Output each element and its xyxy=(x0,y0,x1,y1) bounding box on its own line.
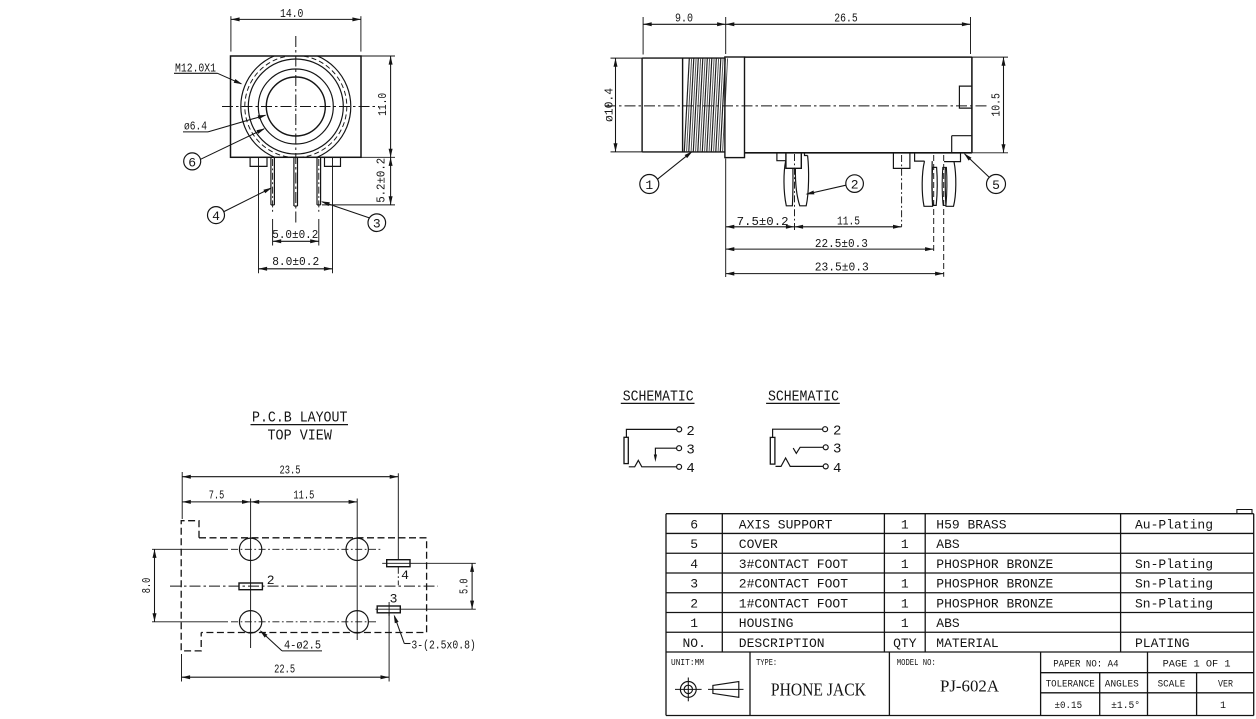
svg-text:Sn-Plating: Sn-Plating xyxy=(1135,557,1213,572)
svg-text:1: 1 xyxy=(901,577,909,592)
svg-text:PHOSPHOR BRONZE: PHOSPHOR BRONZE xyxy=(936,577,1053,592)
svg-text:TOLERANCE: TOLERANCE xyxy=(1046,679,1095,690)
svg-text:PLATING: PLATING xyxy=(1135,636,1190,651)
svg-text:Sn-Plating: Sn-Plating xyxy=(1135,596,1213,611)
svg-text:8.0: 8.0 xyxy=(140,578,154,594)
svg-text:23.5±0.3: 23.5±0.3 xyxy=(815,260,869,274)
svg-text:22.5: 22.5 xyxy=(274,663,295,677)
svg-text:1: 1 xyxy=(901,537,909,552)
svg-text:QTY: QTY xyxy=(893,636,917,651)
svg-text:ABS: ABS xyxy=(936,537,960,552)
svg-text:5: 5 xyxy=(992,178,1000,193)
svg-text:SCHEMATIC: SCHEMATIC xyxy=(768,388,839,405)
svg-text:2: 2 xyxy=(267,573,275,588)
svg-text:4: 4 xyxy=(686,461,694,477)
svg-text:11.0: 11.0 xyxy=(376,93,390,116)
svg-text:PAGE 1 OF 1: PAGE 1 OF 1 xyxy=(1163,659,1231,670)
svg-text:P.C.B LAYOUT: P.C.B LAYOUT xyxy=(252,410,347,427)
svg-text:1: 1 xyxy=(901,517,909,532)
svg-text:ANGLES: ANGLES xyxy=(1105,679,1139,690)
svg-text:M12.0X1: M12.0X1 xyxy=(175,61,216,75)
svg-text:3: 3 xyxy=(690,577,698,592)
svg-text:11.5: 11.5 xyxy=(293,488,314,502)
svg-text:PHOSPHOR BRONZE: PHOSPHOR BRONZE xyxy=(936,596,1053,611)
svg-text:UNIT:MM: UNIT:MM xyxy=(671,658,704,668)
svg-text:1: 1 xyxy=(901,616,909,631)
svg-text:7.5±0.2: 7.5±0.2 xyxy=(737,215,789,229)
svg-text:5: 5 xyxy=(690,537,698,552)
svg-text:10.5: 10.5 xyxy=(989,93,1003,116)
svg-text:SCALE: SCALE xyxy=(1158,679,1186,690)
svg-text:1: 1 xyxy=(645,178,653,193)
svg-text:PJ-602A: PJ-602A xyxy=(940,677,1000,696)
svg-text:2: 2 xyxy=(686,424,694,440)
svg-text:11.5: 11.5 xyxy=(837,214,860,228)
svg-text:AXIS SUPPORT: AXIS SUPPORT xyxy=(739,517,833,532)
svg-text:MATERIAL: MATERIAL xyxy=(936,636,998,651)
svg-text:NO.: NO. xyxy=(682,636,705,651)
svg-text:H59 BRASS: H59 BRASS xyxy=(936,517,1006,532)
svg-text:2: 2 xyxy=(833,424,841,440)
svg-text:4: 4 xyxy=(401,568,409,583)
svg-text:VER: VER xyxy=(1218,679,1233,690)
svg-text:DESCRIPTION: DESCRIPTION xyxy=(739,636,825,651)
svg-text:4: 4 xyxy=(690,557,698,572)
svg-text:±1.5°: ±1.5° xyxy=(1111,700,1140,712)
svg-text:ø6.4: ø6.4 xyxy=(184,120,207,134)
svg-text:5.0±0.2: 5.0±0.2 xyxy=(272,228,318,242)
svg-text:3-(2.5x0.8): 3-(2.5x0.8) xyxy=(411,639,475,653)
svg-text:9.0: 9.0 xyxy=(675,11,693,25)
svg-text:1: 1 xyxy=(901,557,909,572)
svg-text:6: 6 xyxy=(188,155,196,170)
svg-text:8.0±0.2: 8.0±0.2 xyxy=(272,255,319,269)
svg-text:ø10.4: ø10.4 xyxy=(603,88,617,122)
svg-text:PAPER NO: A4: PAPER NO: A4 xyxy=(1053,659,1118,670)
svg-text:4: 4 xyxy=(833,461,841,477)
svg-text:22.5±0.3: 22.5±0.3 xyxy=(815,237,868,251)
svg-text:SCHEMATIC: SCHEMATIC xyxy=(623,388,694,405)
svg-text:HOUSING: HOUSING xyxy=(739,616,794,631)
svg-text:PHOSPHOR BRONZE: PHOSPHOR BRONZE xyxy=(936,557,1053,572)
svg-text:COVER: COVER xyxy=(739,537,778,552)
svg-text:3: 3 xyxy=(390,592,398,607)
svg-text:3: 3 xyxy=(833,442,841,458)
svg-text:4: 4 xyxy=(212,209,220,224)
svg-text:3: 3 xyxy=(373,217,381,232)
svg-text:1: 1 xyxy=(690,616,698,631)
svg-text:ABS: ABS xyxy=(936,616,960,631)
svg-text:5.2±0.2: 5.2±0.2 xyxy=(375,158,389,203)
svg-text:2: 2 xyxy=(690,596,698,611)
svg-text:6: 6 xyxy=(690,517,698,532)
svg-text:Au-Plating: Au-Plating xyxy=(1135,517,1213,532)
svg-text:PHONE JACK: PHONE JACK xyxy=(771,680,866,700)
svg-text:5.0: 5.0 xyxy=(458,578,472,594)
svg-text:±0.15: ±0.15 xyxy=(1055,701,1083,712)
svg-text:23.5: 23.5 xyxy=(280,463,301,477)
svg-text:26.5: 26.5 xyxy=(834,11,857,25)
svg-text:1#CONTACT FOOT: 1#CONTACT FOOT xyxy=(739,596,848,611)
svg-text:TYPE:: TYPE: xyxy=(756,658,777,668)
svg-text:4-ø2.5: 4-ø2.5 xyxy=(284,639,321,653)
svg-text:MODEL NO:: MODEL NO: xyxy=(897,658,936,668)
svg-text:1: 1 xyxy=(901,596,909,611)
svg-text:2: 2 xyxy=(851,178,859,193)
svg-text:TOP VIEW: TOP VIEW xyxy=(268,428,332,445)
svg-text:Sn-Plating: Sn-Plating xyxy=(1135,577,1213,592)
svg-text:7.5: 7.5 xyxy=(209,488,225,502)
svg-text:3: 3 xyxy=(686,443,694,459)
svg-text:2#CONTACT FOOT: 2#CONTACT FOOT xyxy=(739,577,848,592)
svg-text:14.0: 14.0 xyxy=(280,7,303,21)
svg-text:3#CONTACT FOOT: 3#CONTACT FOOT xyxy=(739,557,848,572)
svg-text:1: 1 xyxy=(1220,701,1226,712)
